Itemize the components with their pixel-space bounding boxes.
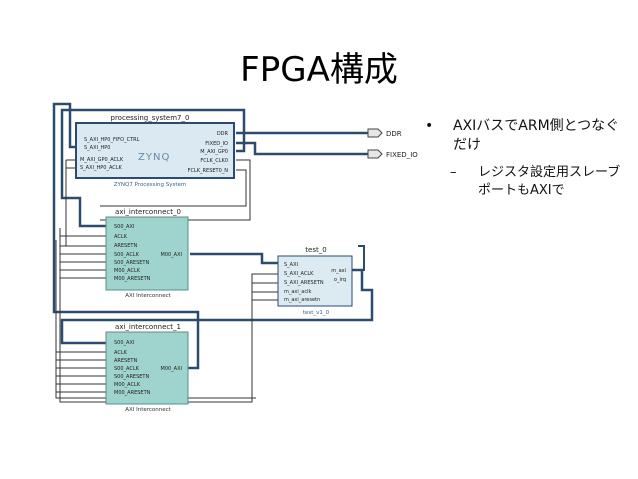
- ps-block[interactable]: processing_system7_0 S_AXI_HP0_FIFO_CTRL…: [75, 114, 235, 188]
- slide-title: FPGA構成: [240, 50, 398, 90]
- ic1-port-left: S00_AXI: [114, 340, 134, 346]
- ic1-port-left: ARESETN: [114, 358, 137, 364]
- ic0-port-right: M00_AXI: [161, 252, 183, 258]
- wire-fclk-reset: [100, 169, 247, 207]
- ext-port-ddr[interactable]: DDR: [367, 128, 402, 138]
- ic0-port-left: M00_ARESETN: [114, 276, 151, 282]
- ps-port-right: FCLK_CLK0: [200, 158, 228, 164]
- ps-port-right: M_AXI_GP0: [200, 149, 228, 155]
- test-port-right: m_axi: [331, 268, 346, 274]
- ic0-port-left: S00_ARESETN: [114, 260, 149, 266]
- test-footer: test_v1_0: [303, 310, 330, 316]
- ic1-instance-name: axi_interconnect_1: [115, 323, 181, 331]
- ps-port-right: DDR: [217, 131, 229, 137]
- wire-aclk-ic1: [56, 351, 108, 393]
- ic0-port-left: ACLK: [114, 234, 128, 240]
- ps-port-right: FCLK_RESET0_N: [188, 168, 229, 174]
- ps-instance-name: processing_system7_0: [111, 114, 190, 122]
- test-port-left: m_axi_aresetn: [284, 297, 320, 303]
- interconnect-0-block[interactable]: axi_interconnect_0 S00_AXI ACLK ARESETN …: [105, 208, 189, 299]
- wire-ic0-to-test: [190, 252, 280, 265]
- ic1-port-right: M00_AXI: [161, 366, 183, 372]
- bullet-marker: •: [425, 118, 434, 134]
- test-block[interactable]: test_0 S_AXI S_AXI_ACLK S_AXI_ARESETN m_…: [277, 246, 353, 316]
- ps-footer: ZYNQ7 Processing System: [114, 182, 186, 188]
- ps-port-left: S_AXI_HP0: [84, 145, 110, 151]
- ic1-port-left: M00_ACLK: [114, 382, 141, 388]
- ic1-port-left: ACLK: [114, 350, 128, 356]
- ic1-port-left: M00_ARESETN: [114, 390, 151, 396]
- ic0-port-left: S00_AXI: [114, 224, 134, 230]
- wire-test-to-ic1: [60, 268, 374, 345]
- ps-port-right: FIXED_IO: [205, 141, 228, 147]
- interconnect-1-block[interactable]: axi_interconnect_1 S00_AXI ACLK ARESETN …: [105, 323, 189, 413]
- ic1-port-left: S00_ARESETN: [114, 374, 149, 380]
- test-port-right: o_irq: [334, 277, 346, 283]
- wire-fixed-io: [236, 141, 368, 156]
- wire-clk-bus: [59, 228, 280, 403]
- sub-bullet-marker: –: [450, 165, 457, 180]
- ic1-port-left: S00_ACLK: [114, 366, 140, 372]
- ic0-port-left: M00_ACLK: [114, 268, 141, 274]
- ic0-instance-name: axi_interconnect_0: [115, 208, 181, 216]
- ext-port-label: DDR: [386, 130, 402, 138]
- ext-port-fixed-io[interactable]: FIXED_IO: [367, 149, 418, 159]
- ps-port-left: S_AXI_HP0_FIFO_CTRL: [84, 137, 140, 143]
- ic0-port-left: S00_ACLK: [114, 252, 140, 258]
- wire-ic1-to-hp0: [52, 102, 200, 370]
- wire-gp0-to-ic0: [60, 108, 246, 228]
- wire-aclk-ic0: [60, 235, 108, 279]
- sub-bullet-text: レジスタ設定用スレーブポートもAXIで: [478, 165, 621, 198]
- ic0-port-left: ARESETN: [114, 243, 137, 249]
- test-port-left: S_AXI_ACLK: [284, 271, 314, 277]
- zynq-logo: ZYNQ: [138, 152, 170, 163]
- ic0-footer: AXI Interconnect: [125, 293, 171, 299]
- test-instance-name: test_0: [305, 246, 326, 254]
- ic1-footer: AXI Interconnect: [125, 407, 171, 413]
- ext-port-label: FIXED_IO: [386, 151, 418, 159]
- test-port-left: m_axi_aclk: [284, 289, 311, 295]
- test-port-left: S_AXI_ARESETN: [284, 280, 324, 286]
- test-port-left: S_AXI: [284, 262, 298, 268]
- wires: [52, 102, 374, 403]
- ps-port-left: S_AXI_HP0_ACLK: [80, 165, 123, 171]
- wire-test-loop: [352, 245, 365, 271]
- wire-clk-bus-2: [55, 240, 256, 399]
- ps-port-left: M_AXI_GP0_ACLK: [80, 157, 124, 163]
- bullet-text: AXIバスでARM側とつなぐだけ: [453, 118, 620, 153]
